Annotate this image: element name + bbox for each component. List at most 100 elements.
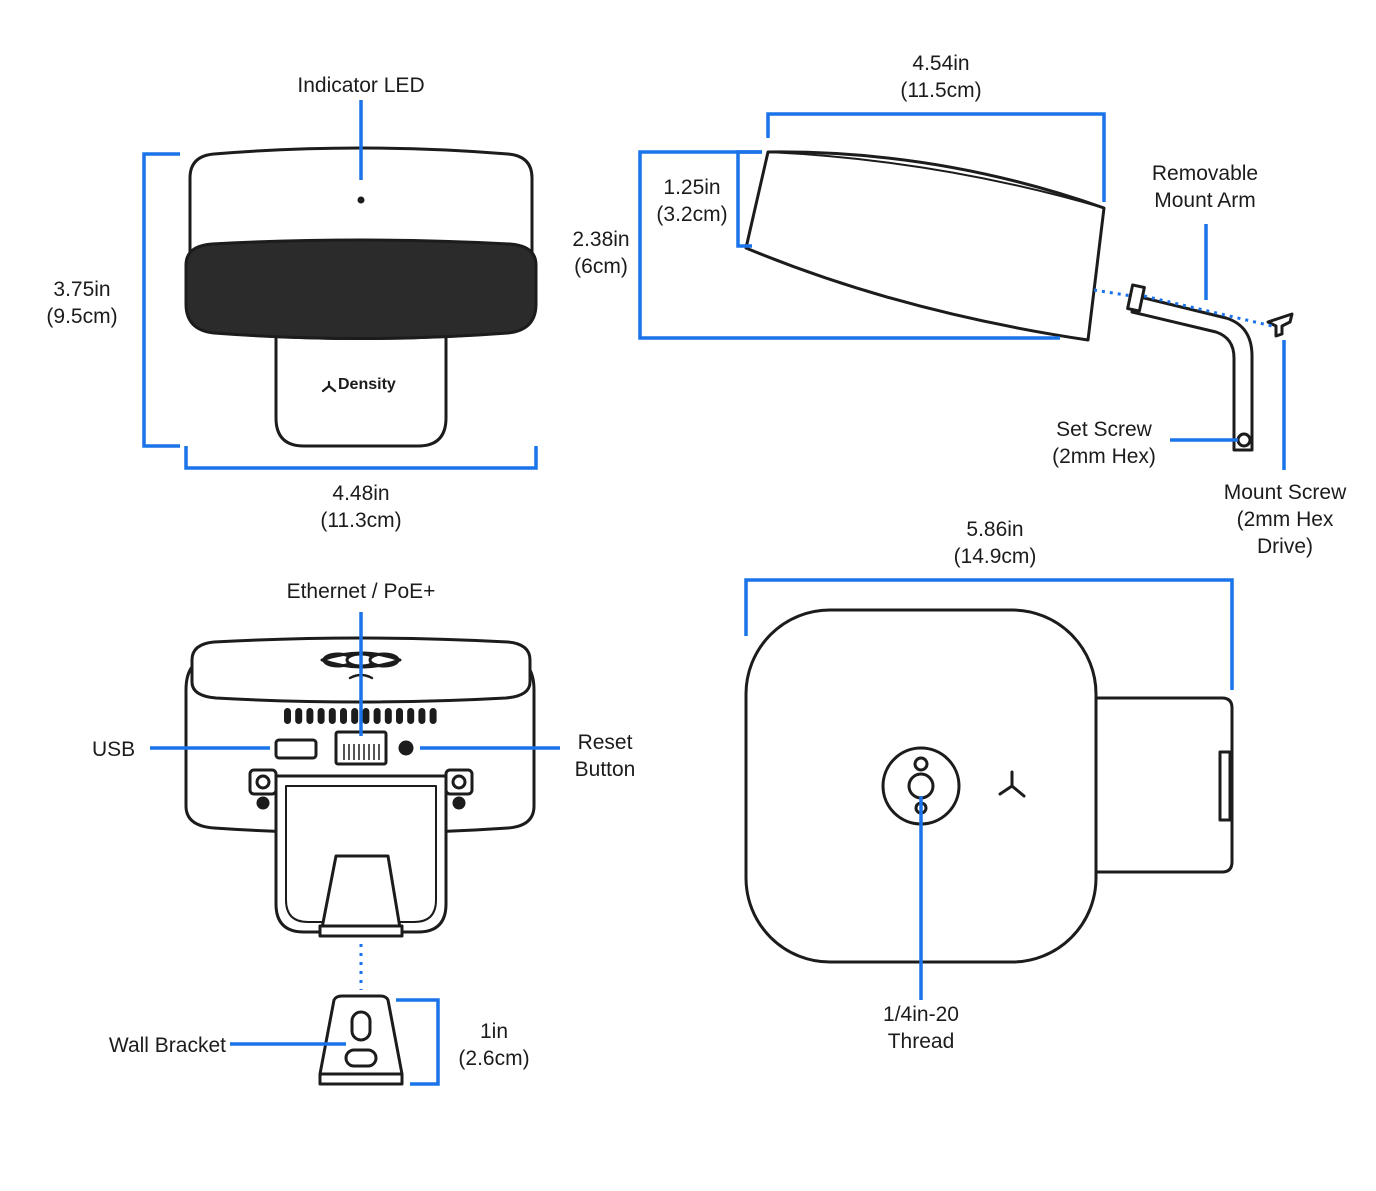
- ethernet-text: Ethernet / PoE+: [286, 580, 436, 603]
- front-height-bracket: [142, 152, 180, 448]
- top-width-bracket: [744, 578, 1234, 690]
- vent-slot: [429, 708, 437, 724]
- rear-screw-right: [452, 796, 466, 810]
- side-front-height-in: 1.25in: [663, 176, 721, 199]
- usb-port: [274, 738, 318, 760]
- side-view: [744, 150, 1294, 452]
- front-height-cm: (9.5cm): [46, 305, 118, 328]
- top-width-label: 5.86in (14.9cm): [934, 516, 1056, 570]
- mount-screw-line1: Mount Screw: [1223, 481, 1347, 504]
- rear-dimension-lines: [150, 612, 560, 1086]
- usb-text: USB: [92, 738, 136, 761]
- rear-top-outline: [320, 651, 402, 669]
- rear-view: [184, 636, 536, 1086]
- rear-tab-left: [248, 768, 278, 796]
- vent-slot: [328, 708, 336, 724]
- thread-line1: 1/4in-20: [883, 1003, 959, 1026]
- mount-screw: [1266, 312, 1294, 338]
- thread-line2: Thread: [887, 1030, 955, 1053]
- ethernet-label: Ethernet / PoE+: [250, 578, 472, 605]
- side-total-height-cm: (6cm): [574, 255, 628, 278]
- bracket-height-in: 1in: [479, 1020, 509, 1043]
- vent-slot: [284, 708, 291, 724]
- thread-label: 1/4in-20 Thread: [860, 1001, 982, 1055]
- mount-arm-label: Removable Mount Arm: [1130, 160, 1280, 214]
- side-front-height-bracket: [736, 150, 762, 248]
- set-screw-line1: Set Screw: [1056, 418, 1152, 441]
- set-screw-hole: [1236, 432, 1252, 448]
- side-length-label: 4.54in (11.5cm): [880, 50, 1002, 104]
- front-mount-plate: [274, 333, 448, 448]
- vent-slot: [340, 708, 347, 724]
- usb-label: USB: [92, 736, 152, 763]
- rear-tab-left-hole: [255, 774, 271, 790]
- vent-slot: [373, 708, 381, 724]
- thread-hole-upper: [913, 756, 929, 772]
- top-mount-arm-side: [1218, 750, 1232, 822]
- top-dimension-lines: [744, 578, 1234, 1000]
- top-logo-icon: [998, 770, 1026, 798]
- rear-screw-left: [256, 796, 270, 810]
- rear-mount-plate-inner: [285, 785, 437, 923]
- rear-tab-right: [444, 768, 474, 796]
- side-body-shell: [744, 150, 1106, 342]
- top-mount-arm: [1094, 696, 1234, 874]
- rear-bracket-base: [318, 924, 404, 938]
- top-width-in: 5.86in: [966, 518, 1024, 541]
- front-height-in: 3.75in: [53, 278, 111, 301]
- vent-slot: [317, 708, 325, 724]
- side-front-height-label: 1.25in (3.2cm): [642, 174, 742, 228]
- reset-line2: Button: [574, 758, 636, 781]
- vent-slot: [351, 708, 359, 724]
- front-width-in: 4.48in: [332, 482, 390, 505]
- front-width-cm: (11.3cm): [320, 509, 402, 532]
- indicator-led-text: Indicator LED: [297, 74, 425, 97]
- top-width-cm: (14.9cm): [953, 545, 1037, 568]
- side-total-height-bracket: [638, 150, 1060, 340]
- side-dimension-lines: [638, 112, 1286, 470]
- side-length-cm: (11.5cm): [900, 79, 982, 102]
- mount-screw-label: Mount Screw (2mm Hex Drive): [1206, 479, 1364, 560]
- bracket-height-label: 1in (2.6cm): [448, 1018, 540, 1072]
- wall-bracket-label: Wall Bracket: [70, 1032, 226, 1059]
- set-screw-line2: (2mm Hex): [1052, 445, 1156, 468]
- indicator-led-label: Indicator LED: [250, 72, 472, 99]
- vent-slot: [407, 708, 415, 724]
- top-view: [744, 608, 1234, 964]
- front-height-label: 3.75in (9.5cm): [30, 276, 134, 330]
- rear-vent-slots: [284, 708, 437, 724]
- front-width-bracket: [184, 446, 538, 470]
- vent-slot: [306, 708, 314, 724]
- front-sensor-band: [184, 238, 538, 340]
- wall-bracket-slot-vertical: [350, 1010, 372, 1042]
- side-front-height-cm: (3.2cm): [656, 203, 728, 226]
- vent-slot: [384, 708, 392, 724]
- rear-tab-right-hole: [451, 774, 467, 790]
- mount-screw-line3: Drive): [1257, 535, 1313, 558]
- bracket-height-cm: (2.6cm): [458, 1047, 530, 1070]
- screw-axis-dotted: [1093, 288, 1273, 328]
- density-logo-icon: [321, 380, 337, 393]
- vent-slot: [295, 708, 303, 724]
- vent-slot: [362, 708, 370, 724]
- ethernet-port-pins: [343, 744, 380, 760]
- reset-button-hole: [398, 740, 414, 756]
- side-top-edge: [767, 151, 1105, 209]
- set-screw-label: Set Screw (2mm Hex): [1036, 416, 1172, 470]
- indicator-led-dot: [357, 196, 365, 204]
- mount-arm-line1: Removable: [1151, 162, 1259, 185]
- mount-screw-line2: (2mm Hex: [1236, 508, 1334, 531]
- wall-bracket-slot-horizontal: [344, 1048, 378, 1068]
- vent-slot: [418, 708, 426, 724]
- side-length-bracket: [766, 112, 1106, 202]
- reset-button-label: Reset Button: [560, 729, 650, 783]
- reset-line1: Reset: [577, 731, 633, 754]
- mount-arm: [1130, 294, 1254, 452]
- front-view: [184, 146, 538, 448]
- front-dimension-lines: [142, 100, 538, 470]
- side-length-in: 4.54in: [912, 52, 970, 75]
- side-total-height-label: 2.38in (6cm): [556, 226, 646, 280]
- side-total-height-in: 2.38in: [572, 228, 630, 251]
